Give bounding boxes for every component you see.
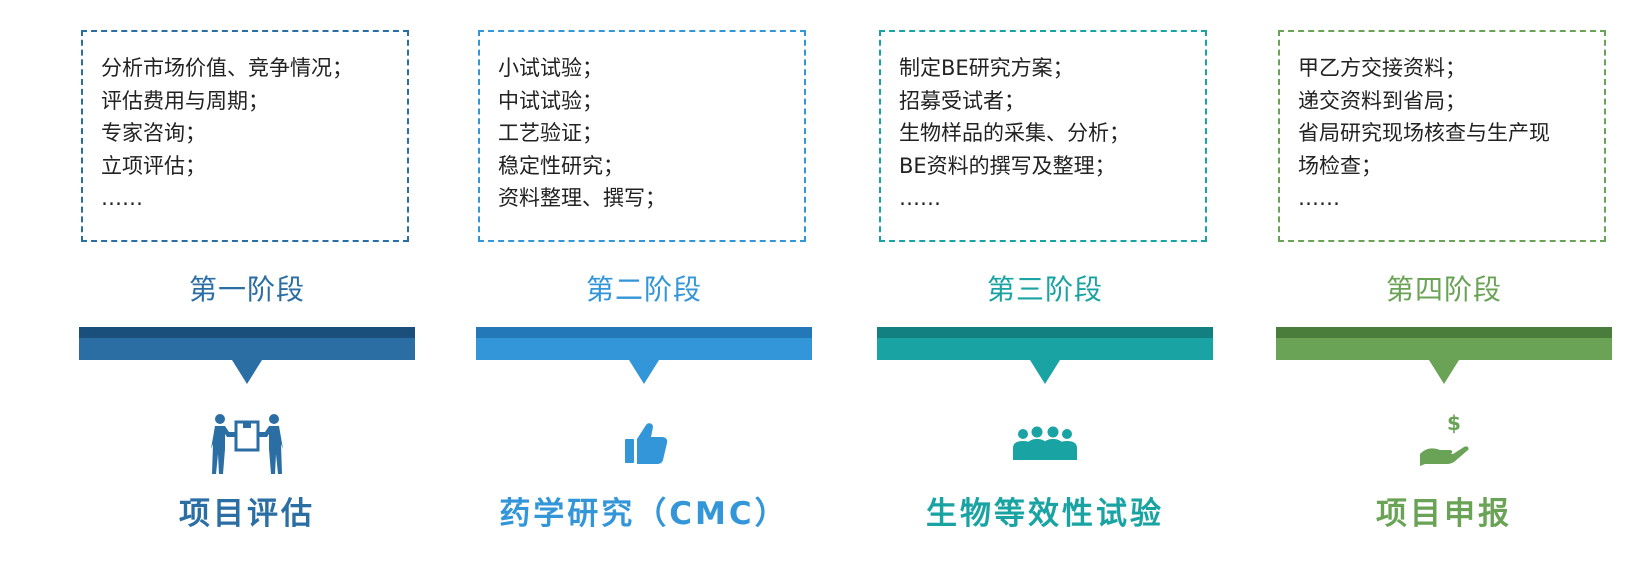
task-item: 资料整理、撰写； bbox=[498, 186, 666, 210]
stage-title: 第一阶段 bbox=[188, 273, 305, 306]
stage-bar-top bbox=[877, 327, 1213, 338]
stage-bar bbox=[1276, 327, 1612, 360]
task-item: BE资料的撰写及整理； bbox=[899, 153, 1116, 178]
task-item: 递交资料到省局； bbox=[1298, 88, 1466, 113]
task-item: 中试试验； bbox=[498, 88, 603, 113]
stage-name: 项目申报 bbox=[1376, 496, 1512, 532]
stage-name: 药学研究（CMC） bbox=[499, 496, 789, 532]
stage-4: 甲乙方交接资料； 递交资料到省局； 省局研究现场核查与生产现 场检查； …… 第… bbox=[1276, 0, 1612, 566]
task-item: 分析市场价值、竞争情况； bbox=[101, 56, 353, 80]
task-item: 稳定性研究； bbox=[498, 153, 624, 178]
task-item: …… bbox=[1298, 186, 1340, 210]
task-item: 评估费用与周期； bbox=[101, 88, 269, 113]
bar-pointer bbox=[232, 360, 262, 384]
stage-title: 第三阶段 bbox=[986, 273, 1103, 306]
stage-1-task-box: 分析市场价值、竞争情况； 评估费用与周期； 专家咨询； 立项评估； …… bbox=[81, 30, 409, 242]
bar-pointer bbox=[629, 360, 659, 384]
stage-title: 第四阶段 bbox=[1385, 273, 1502, 306]
task-item: 工艺验证； bbox=[498, 121, 603, 145]
task-item: 场检查； bbox=[1298, 153, 1382, 178]
stage-bar-top bbox=[476, 327, 812, 338]
task-item: …… bbox=[899, 186, 941, 210]
stage-bar-top bbox=[79, 327, 415, 338]
task-item: 招募受试者； bbox=[899, 88, 1025, 113]
stage-3: 制定BE研究方案； 招募受试者； 生物样品的采集、分析； BE资料的撰写及整理；… bbox=[877, 0, 1213, 566]
bar-pointer bbox=[1030, 360, 1060, 384]
stage-bar-top bbox=[1276, 327, 1612, 338]
stage-name: 项目评估 bbox=[179, 496, 315, 532]
stage-2: 小试试验； 中试试验； 工艺验证； 稳定性研究； 资料整理、撰写； 第二阶段 药… bbox=[476, 0, 812, 566]
task-item: 省局研究现场核查与生产现 bbox=[1298, 121, 1550, 145]
task-item: 立项评估； bbox=[101, 153, 206, 178]
stage-name: 生物等效性试验 bbox=[926, 496, 1164, 532]
task-item: 专家咨询； bbox=[101, 121, 206, 145]
task-item: 甲乙方交接资料； bbox=[1298, 56, 1466, 80]
stage-title: 第二阶段 bbox=[585, 273, 702, 306]
stage-bar bbox=[79, 327, 415, 360]
thumbs-up-icon bbox=[604, 412, 684, 476]
stage-bar bbox=[877, 327, 1213, 360]
stage-1: 分析市场价值、竞争情况； 评估费用与周期； 专家咨询； 立项评估； …… 第一阶… bbox=[79, 0, 415, 566]
people-carrying-box-icon bbox=[207, 412, 287, 476]
stage-bar bbox=[476, 327, 812, 360]
people-group-icon bbox=[1005, 412, 1085, 476]
task-item: …… bbox=[101, 186, 143, 210]
task-item: 小试试验； bbox=[498, 56, 603, 80]
bar-pointer bbox=[1429, 360, 1459, 384]
stage-4-task-box: 甲乙方交接资料； 递交资料到省局； 省局研究现场核查与生产现 场检查； …… bbox=[1278, 30, 1606, 242]
stage-3-task-box: 制定BE研究方案； 招募受试者； 生物样品的采集、分析； BE资料的撰写及整理；… bbox=[879, 30, 1207, 242]
task-item: 制定BE研究方案； bbox=[899, 56, 1074, 80]
hand-holding-money-icon: $ bbox=[1404, 412, 1484, 476]
task-item: 生物样品的采集、分析； bbox=[899, 121, 1130, 145]
stage-2-task-box: 小试试验； 中试试验； 工艺验证； 稳定性研究； 资料整理、撰写； bbox=[478, 30, 806, 242]
svg-text:$: $ bbox=[1447, 412, 1461, 435]
